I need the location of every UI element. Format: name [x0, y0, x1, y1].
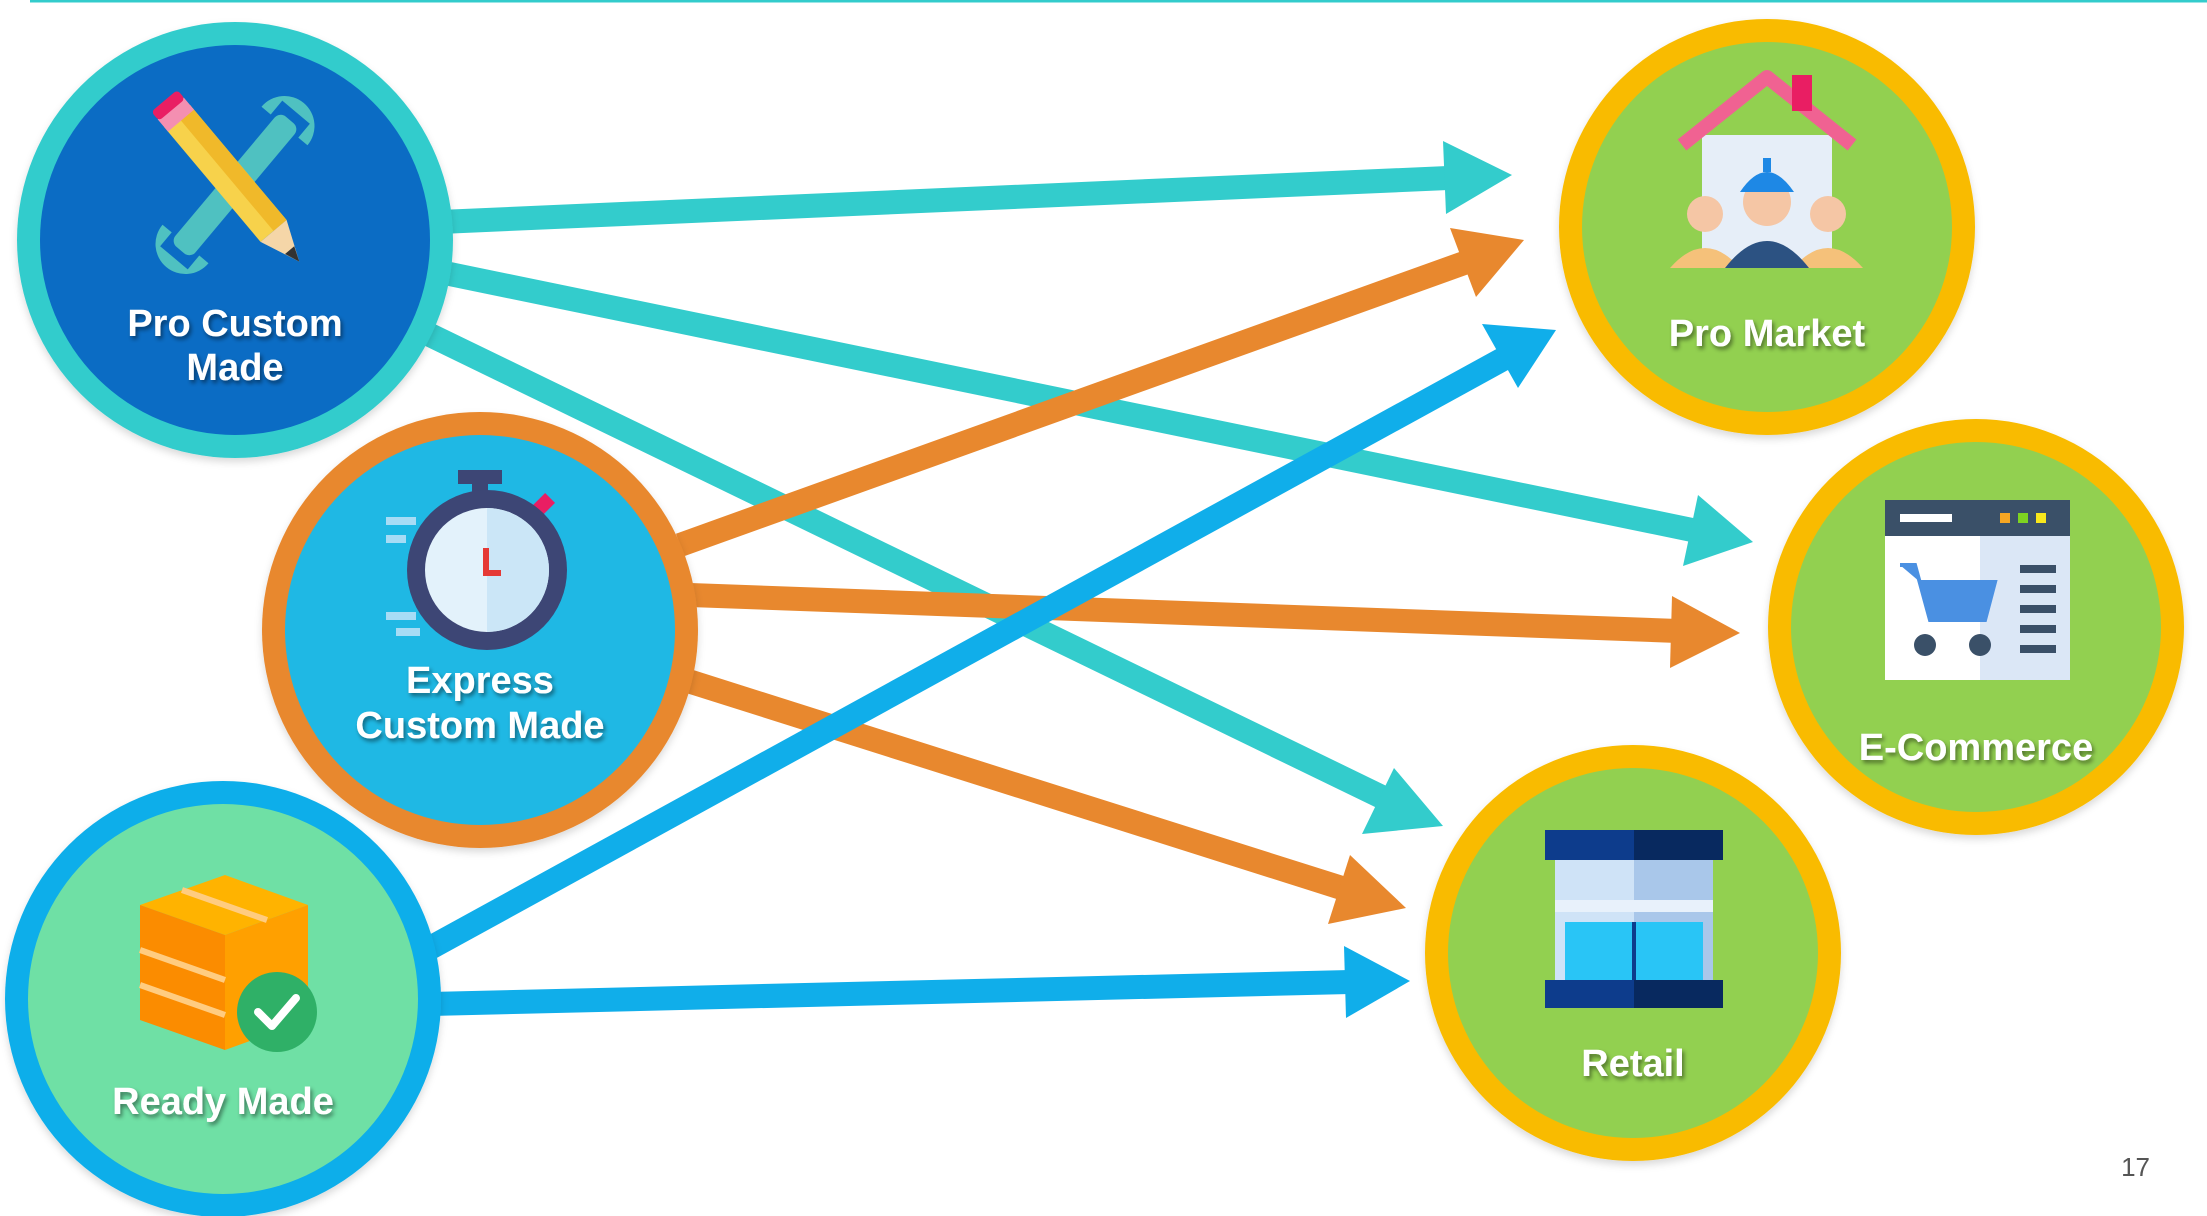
arrow-ready-to-retail [429, 946, 1410, 1018]
arrow-pro-to-retail [424, 324, 1443, 834]
target-label-ecommerce: E-Commerce [1859, 727, 2093, 769]
source-node-express: Express Custom Made [262, 412, 698, 848]
source-label-ready: Ready Made [112, 1081, 334, 1123]
target-label-pro-market: Pro Market [1669, 313, 1866, 355]
target-label-retail: Retail [1581, 1043, 1684, 1085]
wrench-pencil-icon [152, 91, 315, 274]
arrow-ready-to-pro-market [424, 324, 1556, 959]
storefront-icon [1545, 830, 1723, 1008]
arrow-express-to-pro-market [675, 228, 1524, 557]
source-label-express-line1: Express [406, 660, 554, 702]
page-number: 17 [2121, 1152, 2150, 1182]
target-node-ecommerce: E-Commerce [1768, 419, 2184, 835]
box-check-icon [139, 875, 317, 1052]
source-label-express-line2: Custom Made [355, 705, 604, 747]
stopwatch-icon [386, 470, 567, 650]
source-node-ready: Ready Made [5, 781, 441, 1216]
arrow-express-to-ecommerce [689, 583, 1740, 668]
shopping-cart-browser-icon [1885, 500, 2070, 680]
source-label-pro-custom-line2: Made [186, 347, 283, 389]
house-worker-icon [1670, 70, 1863, 268]
arrow-pro-to-pro-market [439, 141, 1512, 234]
source-label-pro-custom-line1: Pro Custom [127, 303, 342, 345]
target-node-pro-market: Pro Market [1559, 19, 1975, 435]
connection-arrows [424, 141, 1753, 1018]
arrow-express-to-retail [681, 668, 1406, 924]
source-node-pro-custom: Pro Custom Made [17, 22, 453, 458]
target-node-retail: Retail [1425, 745, 1841, 1161]
